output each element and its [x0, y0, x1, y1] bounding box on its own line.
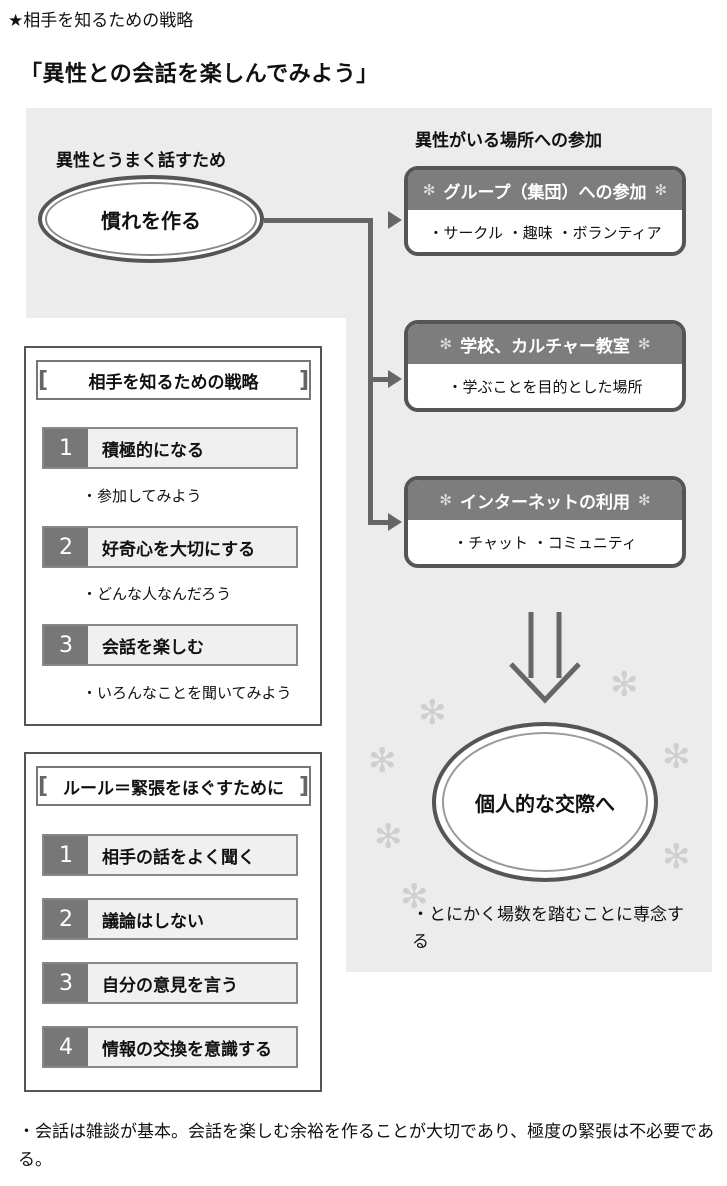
item-number: 4	[44, 1028, 88, 1066]
arrow-right-icon	[388, 211, 402, 229]
bracket-right: ]	[298, 367, 309, 393]
place-items: ・サークル ・趣味 ・ボランティア	[428, 223, 662, 242]
outcome-note: ・とにかく場数を踏むことに専念する	[412, 905, 684, 953]
strategy-title: 相手を知るための戦略	[88, 372, 259, 393]
snowflake-icon: ✻	[439, 335, 453, 353]
flower-icon: ✻	[418, 693, 447, 733]
snowflake-icon: ✻	[439, 491, 452, 509]
rules-title: ルール＝緊張をほぐすために	[63, 778, 284, 799]
goal-text: 慣れを作る	[101, 208, 201, 233]
strategy-item: 1 積極的になる	[42, 427, 298, 469]
participation-label: 異性がいる場所への参加	[415, 131, 602, 151]
outcome-ellipse: 個人的な交際へ	[432, 722, 658, 882]
snowflake-icon: ✻	[422, 181, 436, 199]
place-items: ・学ぶことを目的とした場所	[447, 377, 643, 396]
item-number: 2	[44, 900, 88, 938]
place-title: グループ（集団）への参加	[443, 182, 647, 203]
goal-label: 異性とうまく話すため	[56, 151, 226, 171]
header-label: ★相手を知るための戦略	[8, 11, 194, 31]
strategy-item: 2 好奇心を大切にする	[42, 526, 298, 568]
item-number: 3	[44, 964, 88, 1002]
place-box-school: ✻ 学校、カルチャー教室 ✻ ・学ぶことを目的とした場所	[404, 320, 686, 412]
bracket-right: ]	[298, 773, 309, 799]
place-box-group: ✻ グループ（集団）への参加 ✻ ・サークル ・趣味 ・ボランティア	[404, 166, 686, 256]
place-head: ✻ 学校、カルチャー教室 ✻	[408, 324, 682, 364]
place-head: ✻ インターネットの利用 ✻	[408, 480, 682, 520]
item-sub: ・いろんなことを聞いてみよう	[82, 684, 292, 702]
snowflake-icon: ✻	[637, 335, 651, 353]
rule-item: 3 自分の意見を言う	[42, 962, 298, 1004]
item-label: 好奇心を大切にする	[102, 539, 256, 560]
rules-title-box: [ ルール＝緊張をほぐすために ]	[36, 766, 311, 806]
item-label: 情報の交換を意識する	[102, 1039, 272, 1060]
place-box-internet: ✻ インターネットの利用 ✻ ・チャット ・コミュニティ	[404, 476, 686, 568]
item-label: 積極的になる	[102, 440, 204, 461]
rule-item: 2 議論はしない	[42, 898, 298, 940]
outcome-text: 個人的な交際へ	[475, 791, 615, 816]
flower-icon: ✻	[610, 665, 639, 705]
place-title: インターネットの利用	[460, 492, 630, 513]
connector-branch-2	[368, 377, 392, 382]
item-number: 1	[44, 429, 88, 467]
place-title: 学校、カルチャー教室	[460, 336, 630, 357]
snowflake-icon: ✻	[654, 181, 668, 199]
goal-ellipse: 慣れを作る	[38, 175, 264, 263]
strategy-title-box: [ 相手を知るための戦略 ]	[36, 360, 311, 400]
flower-icon: ✻	[662, 837, 691, 877]
snowflake-icon: ✻	[638, 491, 651, 509]
flower-icon: ✻	[400, 877, 429, 917]
page-title: 「異性との会話を楽しんでみよう」	[20, 62, 379, 87]
double-arrow-down-icon	[509, 612, 581, 704]
bracket-left: [	[38, 367, 49, 393]
item-label: 自分の意見を言う	[102, 975, 238, 996]
item-label: 議論はしない	[102, 911, 204, 932]
place-head: ✻ グループ（集団）への参加 ✻	[408, 170, 682, 210]
arrow-right-icon	[388, 513, 402, 531]
item-number: 3	[44, 626, 88, 664]
item-label: 会話を楽しむ	[102, 637, 204, 658]
item-number: 2	[44, 528, 88, 566]
flower-icon: ✻	[662, 737, 691, 777]
rule-item: 1 相手の話をよく聞く	[42, 834, 298, 876]
connector-branch-3	[368, 520, 392, 525]
item-sub: ・どんな人なんだろう	[82, 585, 232, 603]
item-number: 1	[44, 836, 88, 874]
connector-horizontal	[264, 218, 372, 223]
flower-icon: ✻	[374, 817, 403, 857]
rule-item: 4 情報の交換を意識する	[42, 1026, 298, 1068]
arrow-right-icon	[388, 370, 402, 388]
flower-icon: ✻	[368, 741, 397, 781]
connector-vertical	[368, 218, 373, 524]
item-sub: ・参加してみよう	[82, 487, 202, 505]
item-label: 相手の話をよく聞く	[102, 847, 255, 868]
strategy-item: 3 会話を楽しむ	[42, 624, 298, 666]
footnote: ・会話は雑談が基本。会話を楽しむ余裕を作ることが大切であり、極度の緊張は不必要で…	[18, 1122, 714, 1171]
bracket-left: [	[38, 773, 49, 799]
place-items: ・チャット ・コミュニティ	[453, 533, 637, 552]
